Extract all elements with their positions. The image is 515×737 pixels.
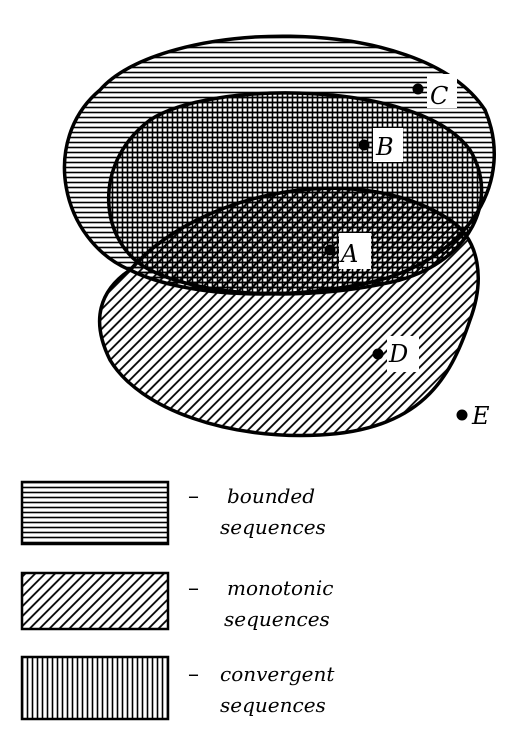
legend-swatch-monotonic <box>20 571 170 631</box>
legend-monotonic-line2: sequences <box>224 607 330 631</box>
point-e-label: E <box>471 402 490 430</box>
point-a: A <box>324 233 371 269</box>
legend-item-monotonic: – monotonic sequences <box>20 571 333 631</box>
point-d-label: D <box>388 340 408 368</box>
point-c: C <box>412 74 457 110</box>
legend-monotonic-line1: monotonic <box>227 576 333 600</box>
point-d-dot <box>372 348 384 360</box>
point-a-dot <box>324 244 336 256</box>
legend-convergent-line1: convergent <box>220 662 335 686</box>
legend-swatch-convergent <box>20 655 170 721</box>
point-d: D <box>372 336 419 372</box>
legend: – bounded sequences – monotonic sequence… <box>20 480 335 721</box>
point-c-dot <box>412 83 424 95</box>
point-b: B <box>358 128 403 162</box>
point-c-label: C <box>430 82 448 110</box>
legend-bounded-line1: bounded <box>227 484 315 508</box>
legend-dash-bounded: – <box>188 484 199 509</box>
legend-item-bounded: – bounded sequences <box>20 480 326 546</box>
legend-dash-convergent: – <box>188 662 199 687</box>
point-e-dot <box>456 409 468 421</box>
legend-bounded-line2: sequences <box>220 515 326 539</box>
legend-swatch-bounded <box>20 480 170 546</box>
legend-item-convergent: – convergent sequences <box>20 655 335 721</box>
legend-convergent-line2: sequences <box>220 693 326 717</box>
point-b-dot <box>358 139 370 151</box>
point-b-label: B <box>375 133 394 161</box>
legend-dash-monotonic: – <box>188 576 199 601</box>
point-e: E <box>456 402 490 430</box>
point-a-label: A <box>339 240 358 268</box>
